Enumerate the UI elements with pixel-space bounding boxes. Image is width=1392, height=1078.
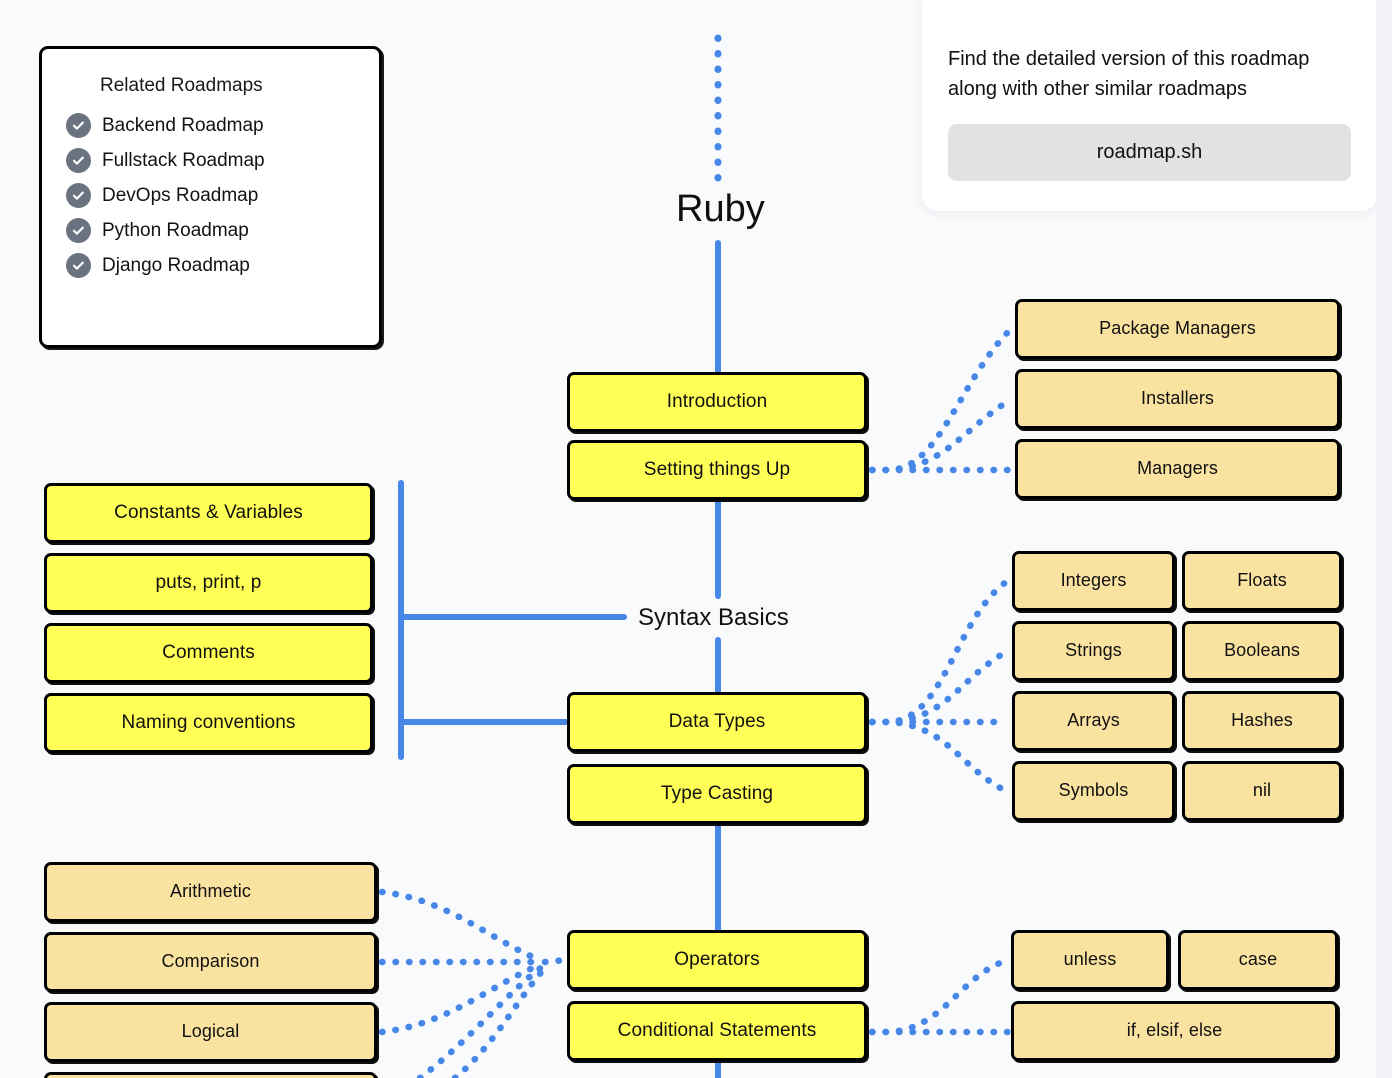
node-nil[interactable]: nil [1182,761,1342,821]
related-roadmap-django[interactable]: Django Roadmap [66,253,355,278]
related-roadmap-fullstack[interactable]: Fullstack Roadmap [66,148,355,173]
roadmap-sh-button[interactable]: roadmap.sh [948,124,1351,181]
node-arithmetic[interactable]: Arithmetic [44,862,377,922]
node-managers[interactable]: Managers [1015,439,1340,499]
related-roadmap-label: Django Roadmap [102,254,250,276]
related-roadmap-label: Backend Roadmap [102,114,264,136]
node-type-casting[interactable]: Type Casting [567,764,867,824]
check-circle-icon [66,148,91,173]
node-installers[interactable]: Installers [1015,369,1340,429]
node-introduction[interactable]: Introduction [567,372,867,432]
related-roadmaps-heading: Related Roadmaps [100,75,263,96]
node-floats[interactable]: Floats [1182,551,1342,611]
section-label-syntax-basics: Syntax Basics [638,604,789,631]
node-package-managers[interactable]: Package Managers [1015,299,1340,359]
related-roadmap-devops[interactable]: DevOps Roadmap [66,183,355,208]
node-strings[interactable]: Strings [1012,621,1175,681]
check-circle-icon [66,253,91,278]
node-unless[interactable]: unless [1011,930,1169,990]
related-roadmap-backend[interactable]: Backend Roadmap [66,113,355,138]
node-if-elsif-else[interactable]: if, elsif, else [1011,1001,1338,1061]
node-hashes[interactable]: Hashes [1182,691,1342,751]
promo-text: Find the detailed version of this roadma… [948,48,1310,100]
related-roadmap-label: Fullstack Roadmap [102,149,265,171]
node-operator-extra[interactable] [44,1072,377,1078]
node-puts-print-p[interactable]: puts, print, p [44,553,373,613]
node-comments[interactable]: Comments [44,623,373,683]
promo-panel: Find the detailed version of this roadma… [922,0,1377,211]
related-roadmaps-card: Related Roadmaps Backend Roadmap Fullsta… [39,46,382,348]
check-circle-icon [66,218,91,243]
check-circle-icon [66,183,91,208]
check-circle-icon [66,113,91,138]
node-booleans[interactable]: Booleans [1182,621,1342,681]
related-roadmap-label: Python Roadmap [102,219,249,241]
related-roadmap-python[interactable]: Python Roadmap [66,218,355,243]
node-data-types[interactable]: Data Types [567,692,867,752]
node-symbols[interactable]: Symbols [1012,761,1175,821]
page-title: Ruby [676,188,765,230]
node-integers[interactable]: Integers [1012,551,1175,611]
node-case[interactable]: case [1178,930,1338,990]
related-roadmap-label: DevOps Roadmap [102,184,259,206]
node-comparison[interactable]: Comparison [44,932,377,992]
node-conditional-statements[interactable]: Conditional Statements [567,1001,867,1061]
node-setting-things-up[interactable]: Setting things Up [567,440,867,500]
node-operators[interactable]: Operators [567,930,867,990]
node-logical[interactable]: Logical [44,1002,377,1062]
node-constants-variables[interactable]: Constants & Variables [44,483,373,543]
page-right-gutter [1376,0,1392,1078]
node-naming-conventions[interactable]: Naming conventions [44,693,373,753]
node-arrays[interactable]: Arrays [1012,691,1175,751]
